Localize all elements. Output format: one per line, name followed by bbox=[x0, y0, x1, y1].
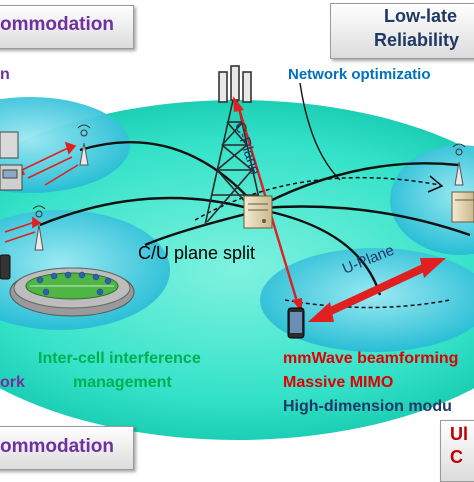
phone-icon bbox=[287, 307, 305, 339]
left-fragment-label: n bbox=[0, 66, 10, 83]
high-dim-label: High-dimension modu bbox=[283, 398, 452, 415]
macro-cell-area bbox=[0, 100, 474, 440]
wireless-links-left bbox=[4, 216, 42, 243]
computer-icon bbox=[0, 131, 23, 280]
inter-cell-line2: management bbox=[73, 374, 172, 391]
base-station-icon bbox=[452, 143, 466, 186]
network-optimization-label: Network optimizatio bbox=[288, 66, 431, 83]
base-station-icon bbox=[32, 205, 46, 251]
top-left-box-label: ommodation bbox=[0, 14, 114, 35]
base-station-icon bbox=[77, 124, 91, 166]
top-right-box-line1: Low-late bbox=[384, 6, 458, 26]
ork-fragment-label: ork bbox=[0, 374, 25, 391]
u-plane-link bbox=[308, 258, 446, 322]
top-left-box bbox=[0, 5, 134, 49]
small-cell-top-left bbox=[0, 97, 130, 193]
inter-cell-line1: Inter-cell interference bbox=[38, 350, 201, 367]
bottom-left-box-label: ommodation bbox=[0, 436, 114, 457]
bottom-right-box-line2: C bbox=[450, 447, 463, 467]
small-cell-bottom-right bbox=[260, 248, 474, 352]
massive-mimo-label: Massive MIMO bbox=[283, 374, 394, 391]
server-icon bbox=[243, 195, 273, 229]
server-icon bbox=[451, 191, 474, 223]
small-cell-right-upper bbox=[390, 145, 474, 255]
bottom-right-box-line1: Ul bbox=[450, 424, 468, 444]
top-right-box-line2: Reliability bbox=[374, 30, 460, 50]
bottom-left-box bbox=[0, 426, 134, 470]
mmwave-label: mmWave beamforming bbox=[283, 350, 459, 367]
top-right-box bbox=[330, 3, 474, 59]
tower-icon bbox=[204, 65, 266, 226]
network-optimization-arc bbox=[194, 82, 451, 309]
stadium-icon bbox=[9, 267, 135, 317]
cu-split-label: C/U plane split bbox=[138, 243, 256, 263]
